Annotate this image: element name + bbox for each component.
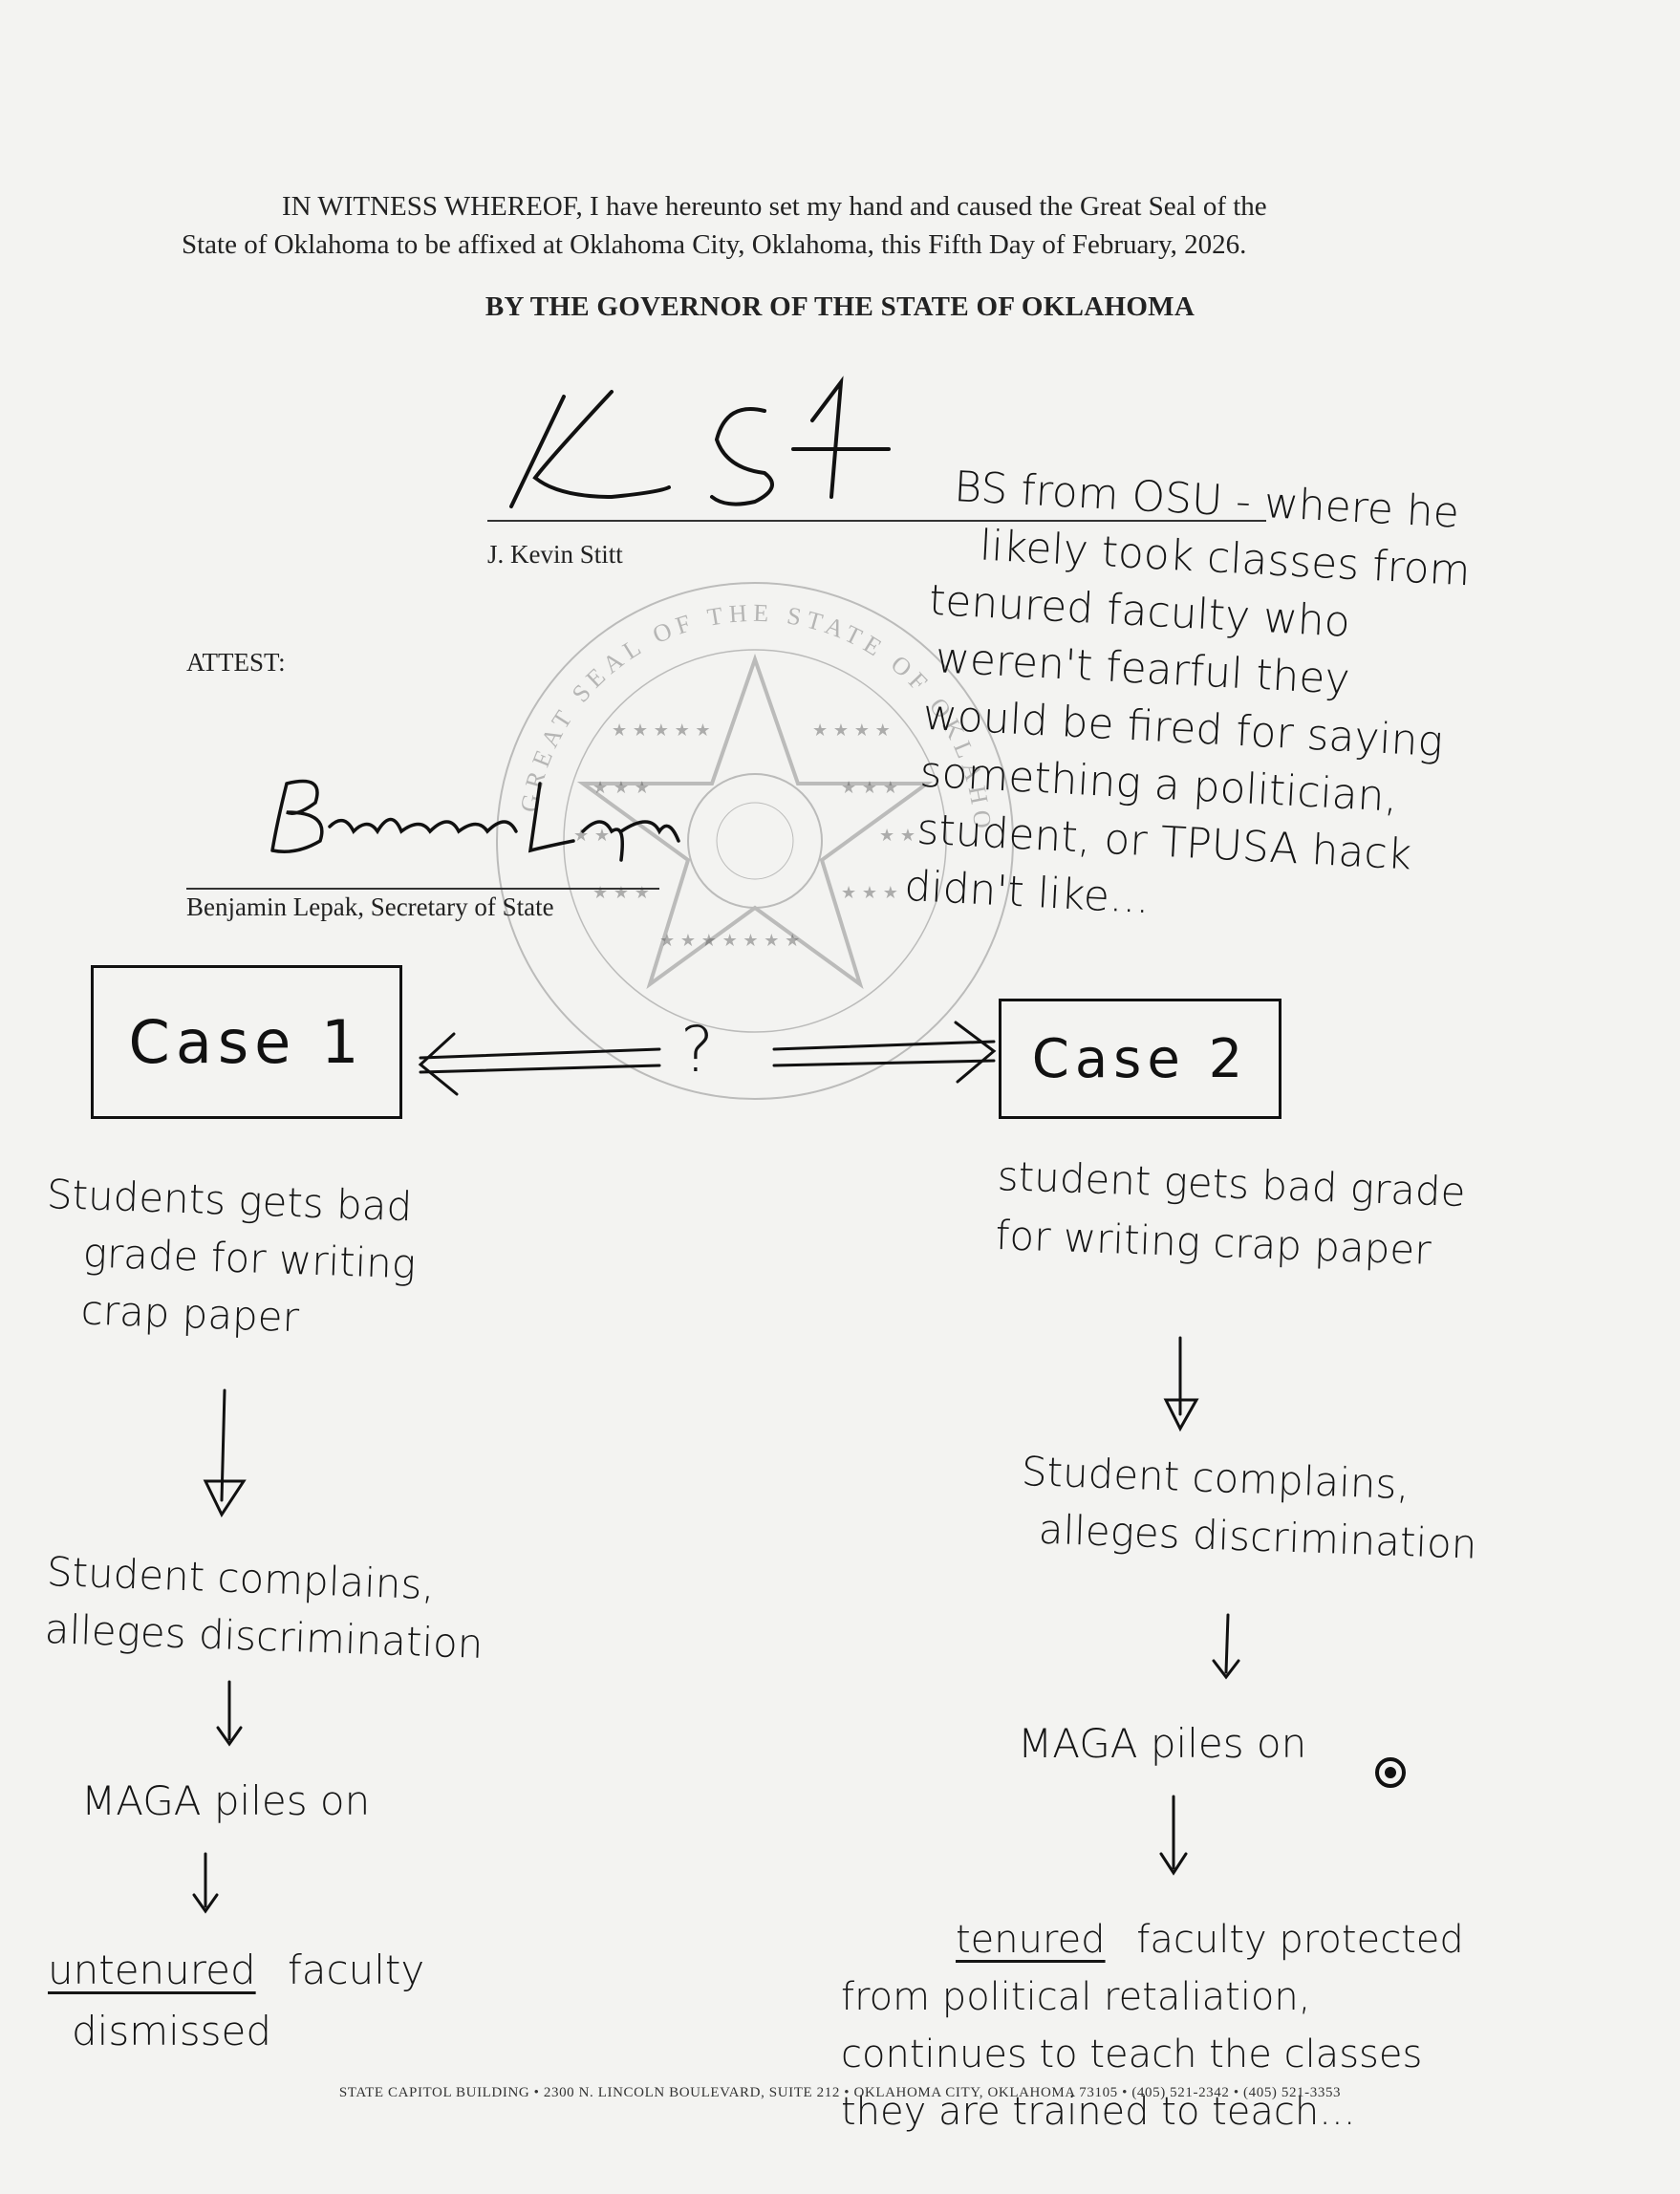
- case1-step4-line2: dismissed: [72, 2008, 272, 2054]
- case2-step2: Student complains, alleges discriminatio…: [1019, 1443, 1480, 1574]
- witness-line-2: State of Oklahoma to be affixed at Oklah…: [182, 229, 1247, 260]
- case2-step4-line: continues to teach the classes: [841, 2033, 1423, 2076]
- case1-step3: MAGA piles on: [81, 1777, 371, 1824]
- case2-label: Case 2: [1031, 1027, 1249, 1090]
- governor-byline: BY THE GOVERNOR OF THE STATE OF OKLAHOMA: [485, 291, 1195, 322]
- governor-signature-stroke: [509, 376, 891, 508]
- svg-text:★ ★ ★: ★ ★ ★: [592, 778, 650, 798]
- case1-step4-emphasis: untenured: [48, 1947, 256, 1993]
- case1-step2: Student complains, alleges discriminatio…: [44, 1543, 486, 1673]
- svg-text:GREAT SEAL OF THE STATE OF OKL: GREAT SEAL OF THE STATE OF OKLAHOMA 1907: [0, 0, 997, 835]
- case1-flow-arrows: [192, 1388, 247, 1914]
- case2-step4-line: they are trained to teach...: [841, 2090, 1356, 2134]
- case2-step1: student gets bad grade for writing crap …: [995, 1147, 1467, 1281]
- case2-step4-rest: faculty protected: [1136, 1918, 1464, 1962]
- letterhead-footer: STATE CAPITOL BUILDING • 2300 N. LINCOLN…: [338, 2085, 1342, 2100]
- case2-flow-arrows: [1159, 1336, 1240, 1876]
- svg-text:★ ★: ★ ★: [879, 826, 915, 846]
- secretary-name: Benjamin Lepak, Secretary of State: [186, 893, 554, 921]
- svg-text:★ ★ ★: ★ ★ ★: [841, 778, 898, 798]
- case1-step4-rest: faculty: [288, 1947, 425, 1993]
- case2-step4-line: from political retaliation,: [841, 1975, 1311, 2019]
- osu-note: BS from OSU - where he likely took class…: [903, 459, 1475, 944]
- case2-box: Case 2: [999, 999, 1282, 1119]
- case1-label: Case 1: [128, 1007, 365, 1077]
- svg-text:★ ★ ★: ★ ★ ★: [841, 883, 898, 903]
- svg-text:★ ★ ★ ★ ★ ★ ★: ★ ★ ★ ★ ★ ★ ★: [659, 931, 800, 951]
- question-mark: ?: [680, 1013, 715, 1086]
- svg-text:★ ★ ★: ★ ★ ★: [592, 883, 650, 903]
- scribble-mark: [1375, 1757, 1406, 1788]
- svg-text:★ ★ ★ ★ ★: ★ ★ ★ ★ ★: [612, 721, 711, 741]
- case2-step3: MAGA piles on: [1018, 1720, 1307, 1767]
- case1-step1: Students gets bad grade for writing crap…: [42, 1166, 419, 1350]
- witness-line-1: IN WITNESS WHEREOF, I have hereunto set …: [282, 191, 1267, 222]
- attest-label: ATTEST:: [186, 648, 286, 677]
- svg-text:★ ★: ★ ★: [573, 826, 610, 846]
- witness-paragraph: IN WITNESS WHEREOF, I have hereunto set …: [182, 187, 1519, 264]
- svg-text:★ ★ ★ ★: ★ ★ ★ ★: [812, 721, 891, 741]
- case1-step4: untenured faculty dismissed: [48, 1940, 424, 2062]
- comparison-arrows: [418, 1021, 997, 1096]
- case2-step4-emphasis: tenured: [956, 1918, 1106, 1962]
- secretary-signature-stroke: [270, 779, 680, 862]
- case2-step4: tenured faculty protected from political…: [841, 1911, 1464, 2140]
- governor-name: J. Kevin Stitt: [487, 540, 623, 569]
- case1-box: Case 1: [91, 965, 402, 1119]
